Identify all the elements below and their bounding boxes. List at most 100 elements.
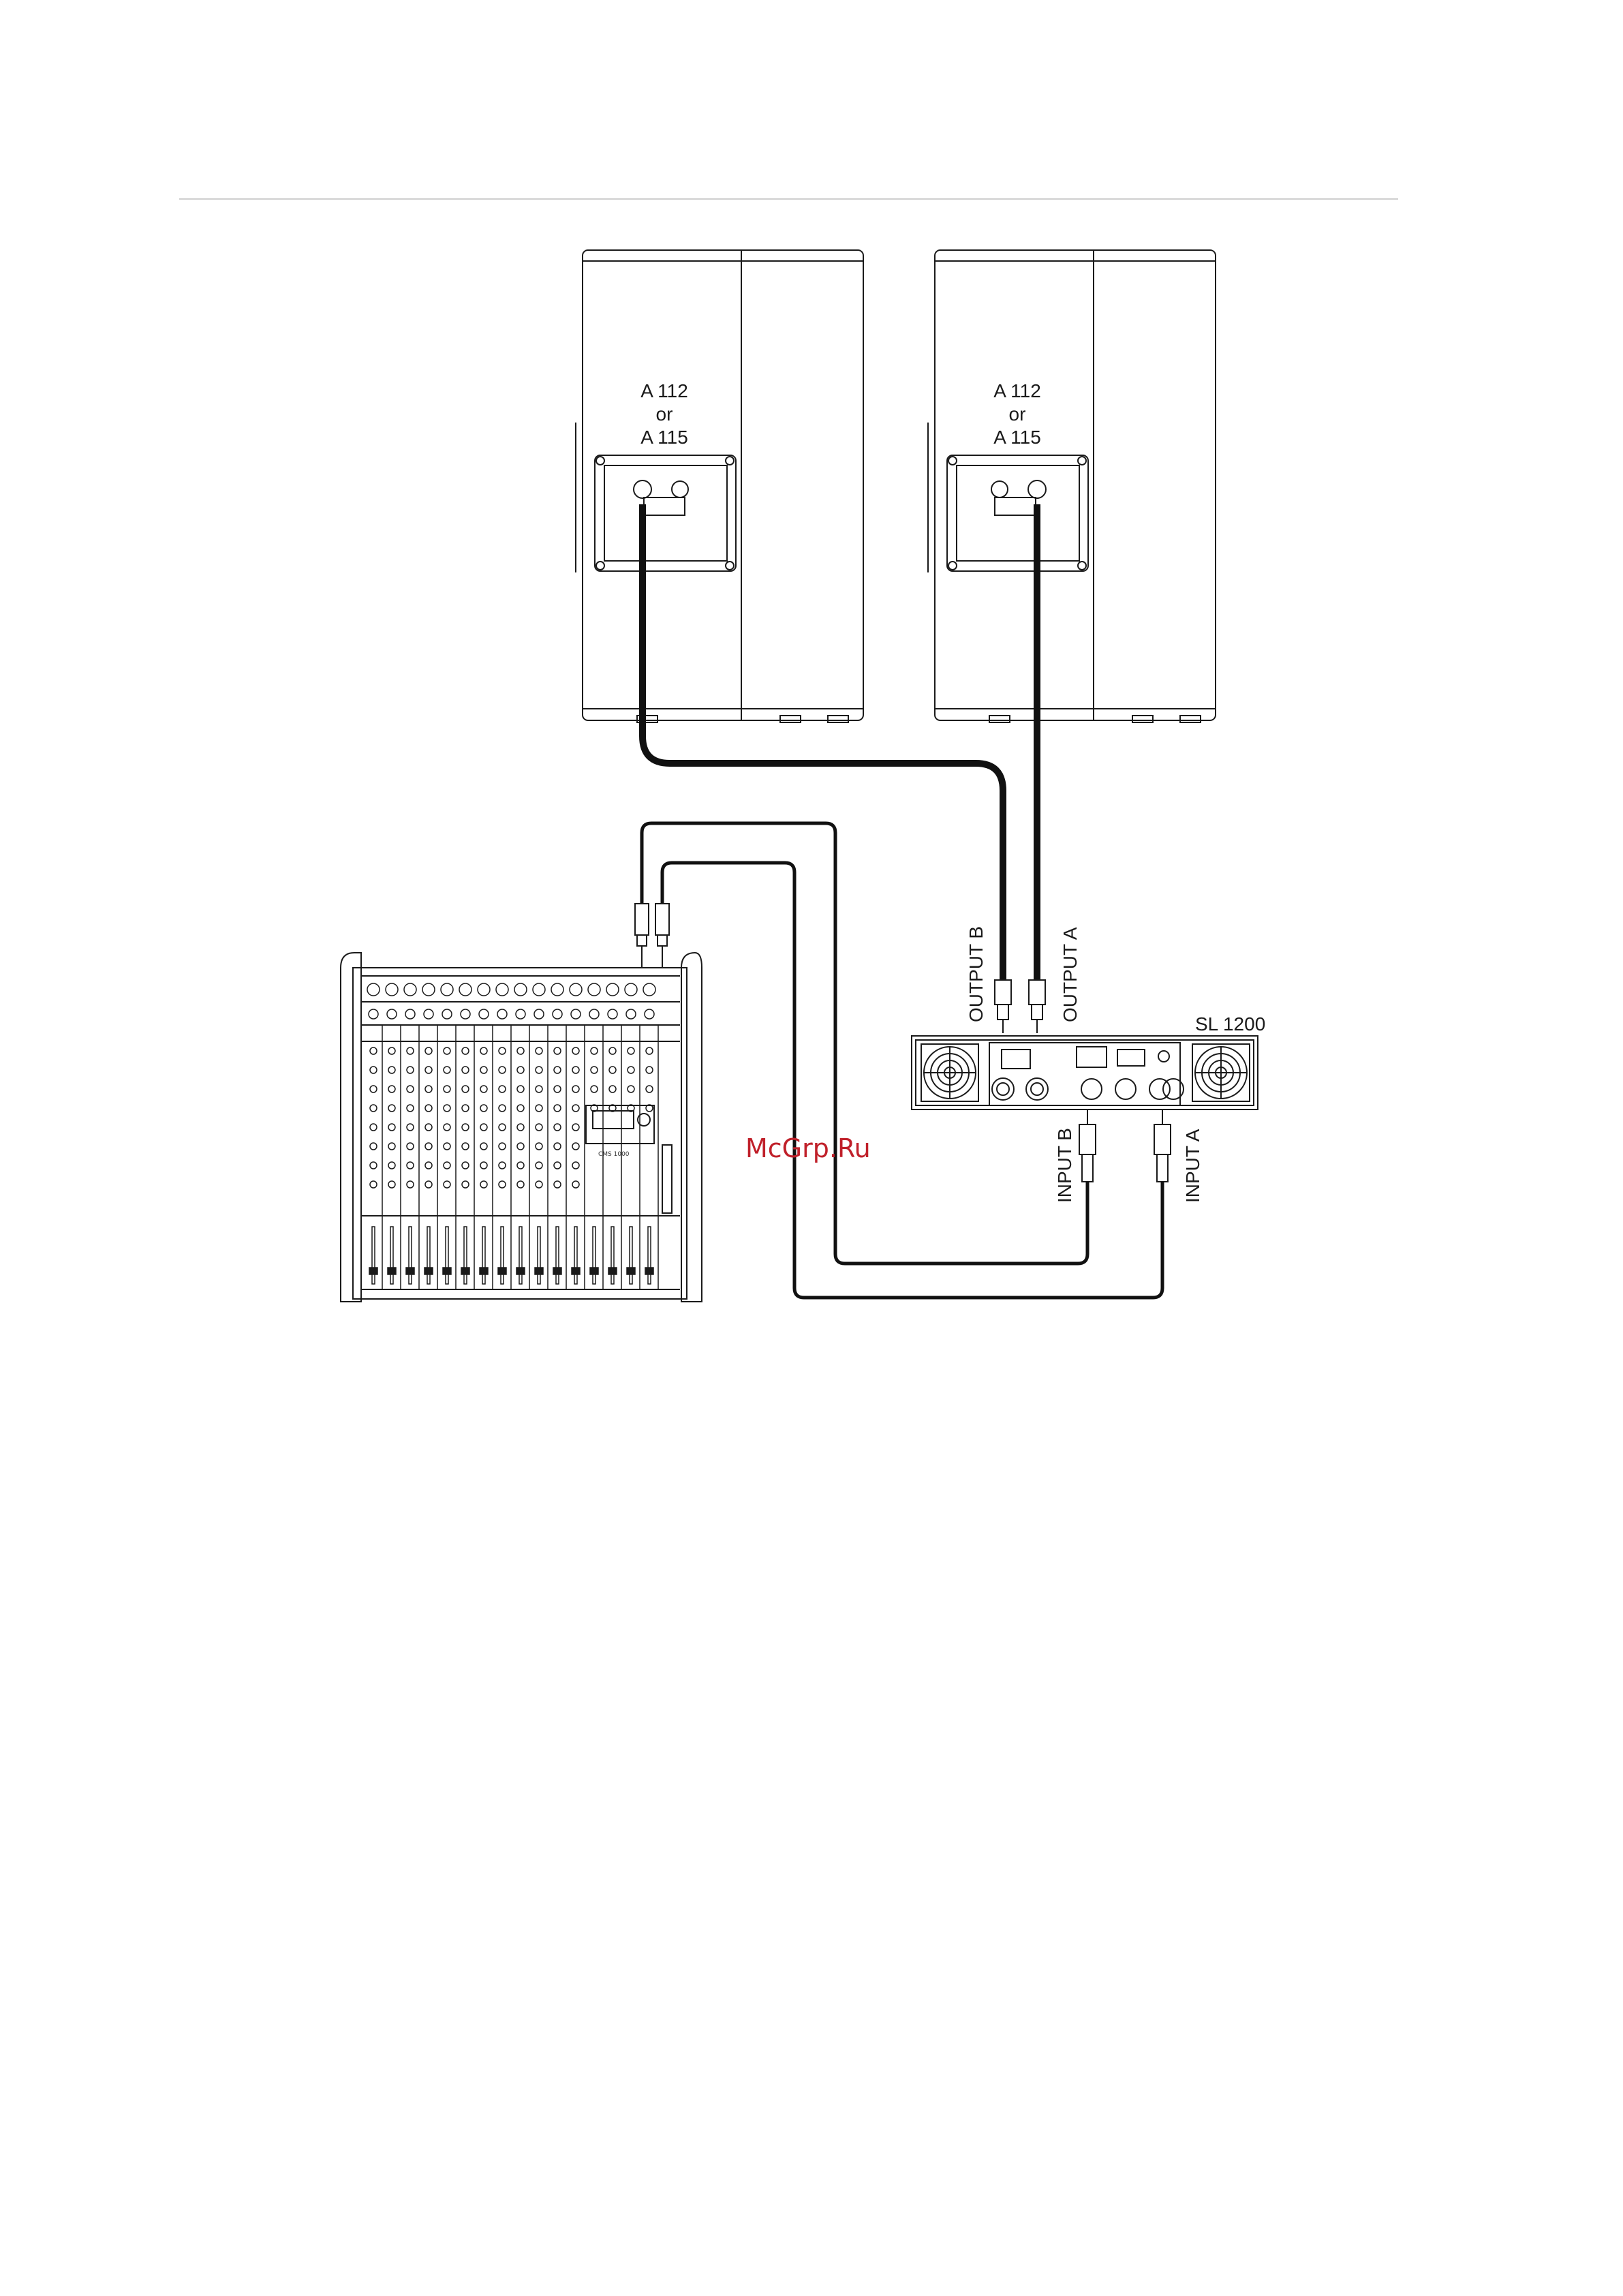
knob <box>407 1086 414 1092</box>
knob <box>517 1181 524 1188</box>
knob <box>462 1047 469 1054</box>
input-jack <box>645 1009 654 1019</box>
channel-strip <box>496 983 511 1289</box>
input-jack <box>533 983 545 996</box>
knob <box>536 1162 542 1169</box>
knob <box>499 1086 506 1092</box>
fader-slot <box>464 1227 467 1284</box>
input-jack <box>404 983 416 996</box>
speaker-left-model-2: or <box>656 403 673 425</box>
knob <box>572 1162 579 1169</box>
input-jack <box>461 1009 470 1019</box>
fader-cap <box>498 1268 506 1274</box>
fader-cap <box>369 1268 377 1274</box>
speaker-right-model-2: or <box>1009 403 1026 425</box>
knob <box>388 1086 395 1092</box>
knob <box>499 1181 506 1188</box>
input-jack <box>570 983 582 996</box>
amplifier-name: SL 1200 <box>1195 1013 1265 1035</box>
knob <box>554 1143 561 1150</box>
speaker-right <box>928 250 1216 722</box>
fader-cap <box>461 1268 469 1274</box>
fader-cap <box>535 1268 543 1274</box>
knob <box>388 1047 395 1054</box>
channel-strip <box>570 983 585 1289</box>
knob <box>499 1047 506 1054</box>
knob <box>609 1086 616 1092</box>
channel-strip <box>459 983 474 1289</box>
knob <box>517 1086 524 1092</box>
knob <box>444 1086 450 1092</box>
knob <box>370 1181 377 1188</box>
knob <box>425 1105 432 1112</box>
mixer-channel-strips <box>367 983 658 1289</box>
knob <box>480 1162 487 1169</box>
knob <box>462 1181 469 1188</box>
knob <box>628 1086 634 1092</box>
input-jack <box>551 983 563 996</box>
fader-cap <box>516 1268 525 1274</box>
fader-slot <box>519 1227 522 1284</box>
input-jack <box>424 1009 433 1019</box>
knob <box>462 1143 469 1150</box>
knob <box>407 1162 414 1169</box>
fader-cap <box>406 1268 414 1274</box>
knob <box>388 1162 395 1169</box>
channel-strip <box>625 983 640 1289</box>
input-b-connector <box>1079 1109 1096 1182</box>
fader-slot <box>501 1227 504 1284</box>
knob <box>536 1067 542 1073</box>
input-b-label: INPUT B <box>1054 1128 1075 1203</box>
input-jack <box>496 983 508 996</box>
knob <box>536 1124 542 1131</box>
fader-cap <box>388 1268 396 1274</box>
knob <box>517 1067 524 1073</box>
fader-cap <box>424 1268 433 1274</box>
knob <box>572 1086 579 1092</box>
knob <box>444 1181 450 1188</box>
input-jack <box>516 1009 525 1019</box>
input-jack <box>606 983 619 996</box>
input-jack <box>441 983 453 996</box>
channel-strip <box>514 983 529 1289</box>
channel-strip <box>643 983 658 1289</box>
speaker-right-label: A 112 or A 115 <box>993 380 1041 448</box>
fader-cap <box>645 1268 653 1274</box>
knob <box>517 1162 524 1169</box>
knob <box>425 1124 432 1131</box>
knob <box>554 1105 561 1112</box>
knob <box>480 1067 487 1073</box>
input-jack <box>626 1009 636 1019</box>
knob <box>462 1105 469 1112</box>
knob <box>370 1067 377 1073</box>
knob <box>444 1143 450 1150</box>
knob <box>499 1124 506 1131</box>
knob <box>425 1143 432 1150</box>
input-jack <box>442 1009 452 1019</box>
fader-slot <box>446 1227 448 1284</box>
input-jack <box>608 1009 617 1019</box>
output-b-connector <box>995 980 1011 1033</box>
input-a-label: INPUT A <box>1182 1129 1203 1203</box>
speaker-left-model-3: A 115 <box>640 427 688 448</box>
output-a-label: OUTPUT A <box>1060 927 1081 1022</box>
knob <box>480 1047 487 1054</box>
knob <box>609 1047 616 1054</box>
channel-strip <box>441 983 456 1289</box>
knob <box>462 1124 469 1131</box>
channel-strip <box>422 983 437 1289</box>
amplifier-rear-panel <box>912 1036 1258 1109</box>
speaker-left-label: A 112 or A 115 <box>640 380 688 448</box>
fader-slot <box>611 1227 614 1284</box>
channel-strip <box>367 983 382 1289</box>
knob <box>499 1143 506 1150</box>
input-jack <box>386 983 398 996</box>
channel-strip <box>533 983 548 1289</box>
input-a-connector <box>1154 1109 1171 1182</box>
knob <box>572 1143 579 1150</box>
fader-cap <box>443 1268 451 1274</box>
output-a-connector <box>1029 980 1045 1033</box>
knob <box>480 1143 487 1150</box>
input-jack <box>514 983 527 996</box>
knob <box>407 1067 414 1073</box>
